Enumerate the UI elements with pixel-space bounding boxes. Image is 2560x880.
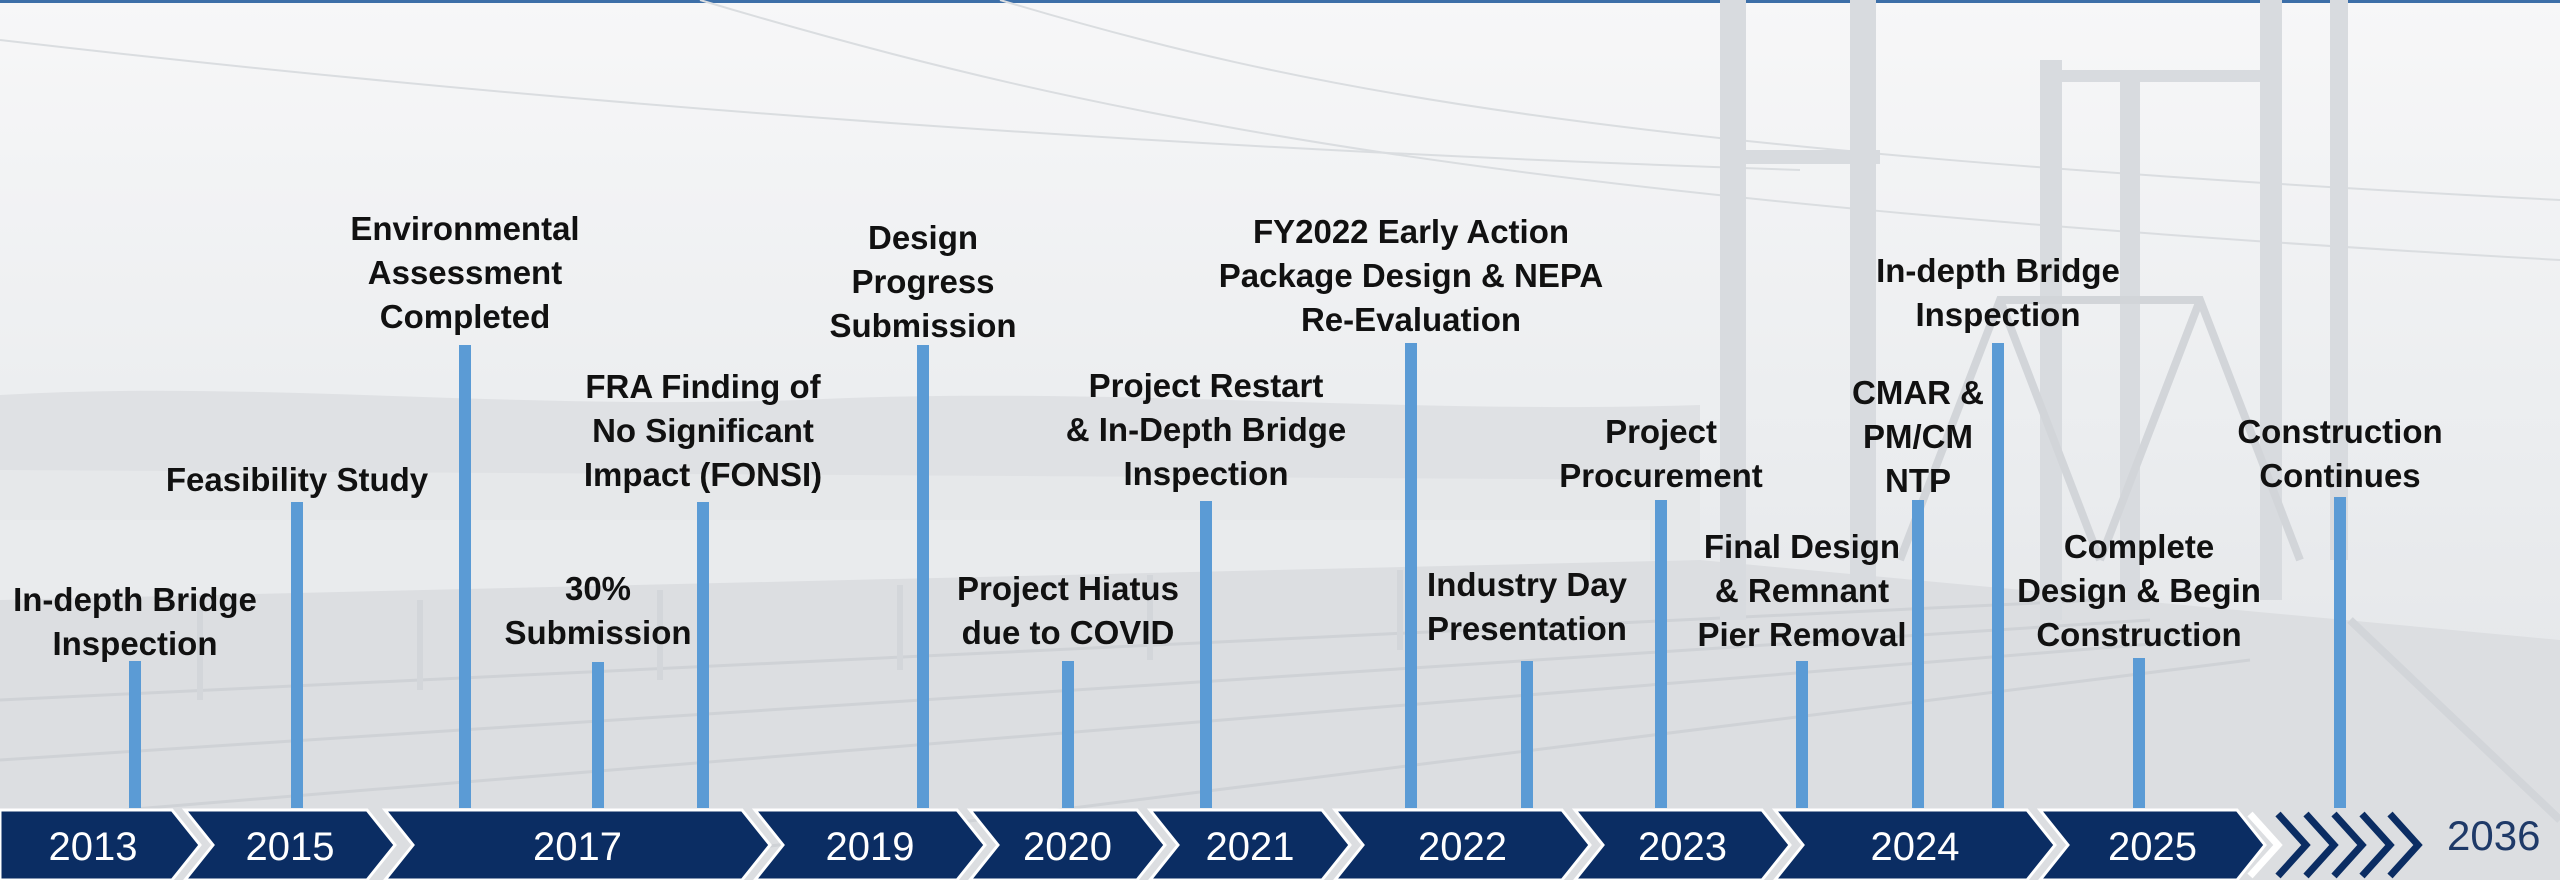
year-label: 2015	[246, 825, 335, 869]
event-stem	[1796, 661, 1808, 808]
event-label: CMAR & PM/CM NTP	[1852, 374, 1984, 499]
event-label: Environmental Assessment Completed	[350, 210, 580, 335]
end-year-label: 2036	[2447, 812, 2541, 859]
year-label: 2024	[1871, 825, 1960, 869]
year-label: 2022	[1418, 825, 1507, 869]
event-stem	[697, 502, 709, 808]
year-chevron	[751, 808, 987, 880]
event-stem	[129, 661, 141, 808]
fast-forward-chevron-icon	[2247, 811, 2283, 879]
event-stem	[459, 345, 471, 808]
event-stem	[2133, 658, 2145, 808]
fast-forward-chevron-icon	[2303, 811, 2339, 879]
event-stem	[2334, 497, 2346, 808]
year-chevron	[1571, 808, 1792, 880]
year-label: 2025	[2108, 825, 2197, 869]
event-stem	[1912, 500, 1924, 808]
event-label: Complete Design & Begin Construction	[2017, 528, 2261, 653]
year-label: 2017	[533, 825, 622, 869]
event-label: Project Procurement	[1559, 413, 1763, 494]
event-label: FY2022 Early Action Package Design & NEP…	[1218, 213, 1604, 338]
year-chevron	[2036, 808, 2267, 880]
year-label: 2023	[1638, 825, 1727, 869]
event-stem	[1405, 343, 1417, 808]
event-label: Final Design & Remnant Pier Removal	[1697, 528, 1907, 653]
event-label: Construction Continues	[2237, 413, 2443, 494]
event-stem	[592, 662, 604, 808]
fast-forward-chevron-icon	[2275, 811, 2311, 879]
year-chevron	[1146, 808, 1352, 880]
year-chevron	[381, 808, 772, 880]
year-label: 2019	[826, 825, 915, 869]
fast-forward-chevron-icon	[2331, 811, 2367, 879]
event-stem	[1655, 500, 1667, 808]
event-label: 30% Submission	[504, 570, 692, 651]
event-stem	[1992, 343, 2004, 808]
event-label: In-depth Bridge Inspection	[1876, 252, 2120, 333]
event-stem	[1062, 661, 1074, 808]
fast-forward-chevron-icon	[2387, 811, 2423, 879]
year-chevron	[1331, 808, 1592, 880]
event-label: Project Hiatus due to COVID	[957, 570, 1179, 651]
year-label: 2020	[1023, 825, 1112, 869]
event-label: In-depth Bridge Inspection	[13, 581, 257, 662]
event-label: Project Restart & In-Depth Bridge Inspec…	[1065, 367, 1347, 492]
year-label: 2021	[1206, 825, 1295, 869]
event-label: Design Progress Submission	[829, 219, 1017, 344]
event-stem	[1521, 661, 1533, 808]
event-stem	[291, 502, 303, 808]
event-label: Feasibility Study	[165, 461, 429, 498]
year-label: 2013	[49, 825, 138, 869]
year-chevron	[0, 808, 202, 880]
event-stem	[917, 345, 929, 808]
event-stem	[1200, 501, 1212, 808]
year-chevron	[966, 808, 1167, 880]
event-label: FRA Finding of No Significant Impact (FO…	[583, 368, 823, 493]
fast-forward-chevron-icon	[2359, 811, 2395, 879]
year-chevron	[181, 808, 397, 880]
event-label: Industry Day Presentation	[1427, 566, 1627, 647]
year-chevron	[1771, 808, 2057, 880]
